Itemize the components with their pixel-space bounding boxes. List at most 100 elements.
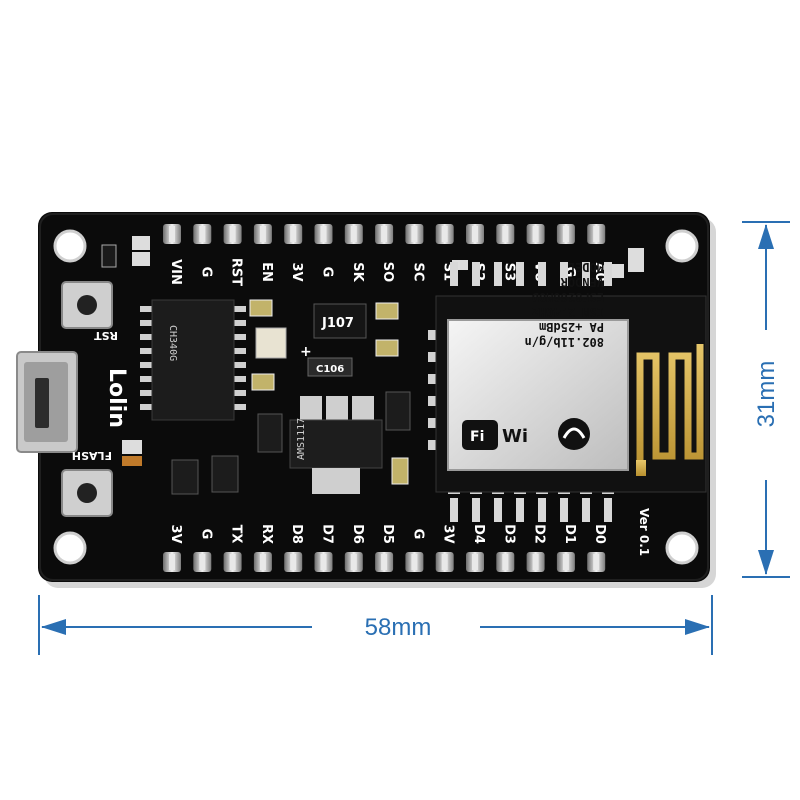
pin-label: A0	[592, 262, 607, 281]
header-pin	[344, 224, 363, 244]
pin-label: D6	[350, 524, 365, 544]
rst-button: RST	[61, 281, 118, 342]
header-pin	[163, 552, 181, 572]
header-pin	[466, 224, 484, 244]
pin-label: 3V	[441, 524, 456, 543]
wifi-logo-icon: Fi Wi	[462, 418, 590, 450]
pin-label: RX	[259, 524, 274, 544]
pin-label: D7	[320, 524, 335, 544]
micro-usb-port	[16, 351, 78, 453]
width-dimension-label: 58mm	[318, 614, 478, 642]
version-label: Ver 0.1	[637, 508, 651, 556]
bottom-pin-labels: 3V G TX RX D8 D7 D6 D5 G 3V D4 D3 D2 D1 D0	[168, 524, 607, 544]
header-pin	[223, 224, 242, 244]
arrow-down-icon	[758, 550, 774, 575]
module-text-line: ISM 2.4GHz	[532, 305, 604, 319]
flash-label: FLASH	[72, 449, 112, 462]
pin-label: D2	[532, 524, 547, 544]
version-label-group: Ver 0.1	[637, 508, 651, 556]
header-pin	[526, 224, 545, 244]
pin-label: D5	[380, 524, 395, 544]
header-pin	[223, 552, 242, 572]
pin-label: 3V	[289, 262, 304, 281]
pin-label: RST	[229, 258, 244, 286]
pin-label: G	[320, 267, 335, 278]
header-pin	[253, 224, 272, 244]
usb-serial-chip: CH340G	[140, 299, 246, 421]
pin-label: VIN	[168, 259, 183, 285]
plus-mark: +	[300, 344, 312, 360]
header-pin	[587, 224, 606, 244]
pin-label: G	[198, 529, 213, 540]
pin-label: 3V	[168, 524, 183, 543]
header-pin	[375, 224, 394, 244]
j107-label: J107	[321, 316, 354, 331]
header-pin	[556, 552, 575, 572]
module-text-line: MODEL	[568, 260, 604, 274]
svg-text:Fi: Fi	[470, 429, 484, 445]
j107-part: J107	[313, 303, 367, 339]
header-pin	[284, 552, 303, 572]
header-pin	[344, 552, 363, 572]
transistors	[171, 391, 411, 495]
height-dimension	[742, 221, 790, 578]
header-pin	[405, 224, 424, 244]
header-pin	[253, 552, 272, 572]
arrow-right-icon	[685, 619, 710, 635]
arrow-left-icon	[41, 619, 66, 635]
header-pin	[375, 552, 394, 572]
header-pin	[314, 552, 333, 572]
svg-text:Wi: Wi	[502, 426, 528, 447]
pcb-antenna	[636, 344, 704, 476]
pin-label: S3	[501, 263, 516, 281]
header-pin	[496, 224, 515, 244]
crystal	[255, 327, 287, 359]
module-text-line: PA +25dBm	[539, 320, 604, 334]
pin-label: D4	[471, 524, 486, 544]
pin-label: D3	[501, 524, 516, 544]
pin-label: G	[410, 529, 425, 540]
pin-label: SO	[380, 262, 395, 282]
width-dimension	[38, 595, 713, 655]
header-pin	[193, 224, 212, 244]
pin-label: TX	[229, 525, 244, 544]
header-pin	[556, 224, 575, 244]
height-dimension-label: 31mm	[753, 339, 781, 449]
pin-label: EN	[259, 262, 274, 282]
pin-label: D1	[562, 524, 577, 544]
pin-label: G	[562, 267, 577, 278]
pin-label: D8	[289, 524, 304, 544]
nodemcu-board: VINGRSTEN3VGSKSOSCS1S2S3VUGA0 3VGTXRXD8D…	[16, 212, 716, 588]
header-pin	[496, 552, 515, 572]
mounting-holes	[53, 229, 699, 565]
top-pin-header	[163, 224, 606, 244]
header-pin	[435, 552, 454, 572]
pin-label: D0	[592, 524, 607, 544]
header-pin	[526, 552, 545, 572]
header-pin	[435, 224, 454, 244]
c106-label: C106	[316, 364, 344, 375]
brand-label: Lolin	[104, 368, 129, 428]
module-text-line: 802.11b/g/n	[525, 335, 604, 349]
pin-label: SK	[350, 262, 365, 282]
header-pin	[193, 552, 212, 572]
voltage-regulator: AMS1117	[289, 396, 383, 494]
header-pin	[405, 552, 424, 572]
module-text-line: ESP8266MOD	[532, 290, 604, 304]
header-pin	[587, 552, 606, 572]
regulator-label: AMS1117	[296, 418, 307, 460]
arrow-up-icon	[758, 224, 774, 249]
rst-label: RST	[94, 329, 118, 342]
module-text-line: VENDOR	[560, 275, 604, 289]
passive-components	[101, 236, 644, 485]
bottom-pin-header	[163, 552, 606, 572]
flash-button: FLASH	[61, 449, 113, 517]
pin-label: G	[198, 267, 213, 278]
header-pin	[314, 224, 333, 244]
header-pin	[466, 552, 484, 572]
pin-label: SC	[410, 263, 425, 282]
usb-chip-label: CH340G	[167, 325, 178, 361]
header-pin	[163, 224, 181, 244]
